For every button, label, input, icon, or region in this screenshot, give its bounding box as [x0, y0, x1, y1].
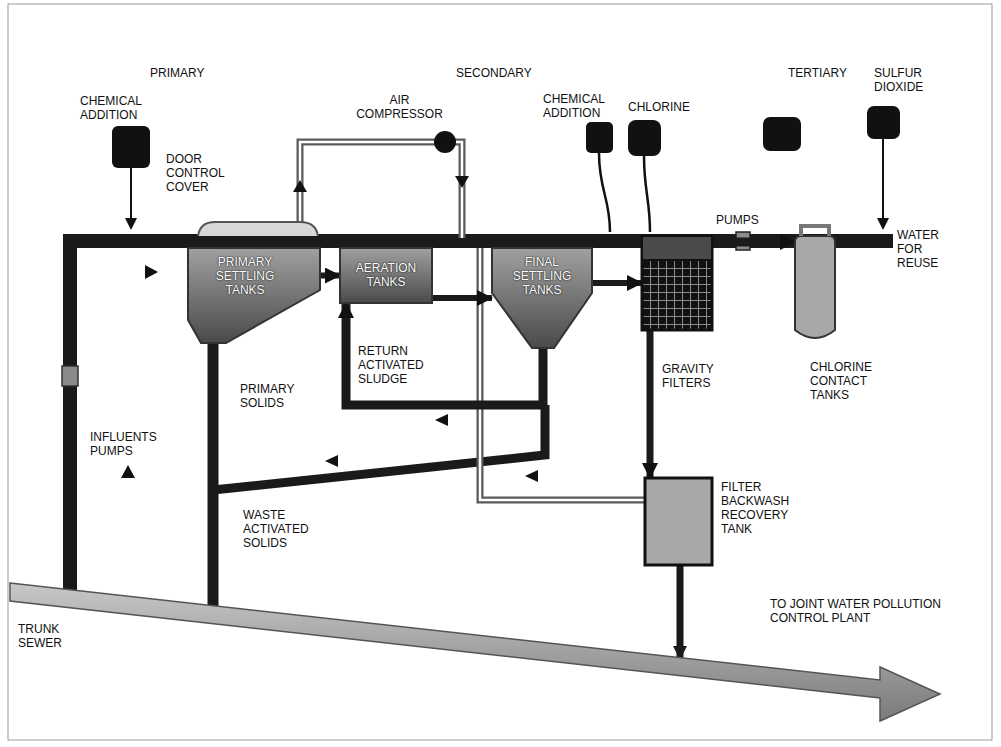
tank-label: AERATION TANKS: [344, 261, 428, 289]
flow-arrow: [455, 176, 469, 188]
tank-label: FINAL SETTLING TANKS: [506, 255, 578, 297]
main-pipe: [63, 234, 893, 248]
callout-label: PUMPS: [716, 213, 776, 227]
backwash-return-pipe-core: [480, 248, 645, 500]
flow-arrow: [325, 455, 338, 467]
callout-label: TRUNK SEWER: [18, 622, 78, 650]
flow-arrow: [125, 218, 137, 230]
flow-arrow: [121, 465, 135, 478]
primary-solids-pipe: [208, 330, 219, 612]
feed-line: [644, 156, 650, 232]
flow-arrow: [525, 470, 538, 482]
callout-label: WATER FOR REUSE: [897, 228, 953, 270]
callout-label: TO JOINT WATER POLLUTION CONTROL PLANT: [770, 597, 942, 625]
tank-label: CHLORINE CONTACT TANKS: [810, 360, 886, 402]
chemical-tank: [112, 126, 150, 168]
tank-shape: [645, 478, 712, 565]
air-compressor: [434, 131, 456, 153]
flow-arrow: [145, 265, 158, 279]
flow-arrow: [877, 218, 889, 230]
frame: [8, 4, 992, 740]
callout-label: INFLUENTS PUMPS: [90, 430, 166, 458]
callout-label: CHLORINE: [628, 100, 698, 114]
backwash-return-pipe: [480, 248, 645, 500]
pipe-connector: [647, 330, 654, 478]
flow-arrow: [435, 414, 448, 426]
tank-label: GRAVITY FILTERS: [662, 362, 742, 390]
chemical-tank: [586, 122, 613, 153]
door-cover: [198, 222, 318, 236]
sulfur-dioxide-tank: [867, 106, 900, 139]
air-pipe-core: [300, 142, 462, 238]
settling-tank: PRIMARY SETTLING TANKS: [188, 248, 320, 343]
chlorine-tank: [628, 120, 661, 156]
callout-label: WASTE ACTIVATED SOLIDS: [243, 508, 323, 550]
tank-label: FILTER BACKWASH RECOVERY TANK: [721, 480, 801, 537]
contact-tank: CHLORINE CONTACT TANKS: [795, 236, 835, 340]
callout-label: TERTIARY: [788, 66, 878, 80]
air-pipe: [300, 142, 462, 238]
feed-line: [599, 153, 610, 232]
callout-label: PRIMARY: [150, 66, 230, 80]
callout-label: SULFUR DIOXIDE: [874, 66, 936, 94]
callout-label: AIR COMPRESSOR: [352, 93, 447, 121]
influent-pump: [62, 366, 78, 386]
chemical-tank: [763, 117, 801, 151]
pipe-connector: [712, 238, 795, 247]
aeration-tank: AERATION TANKS: [340, 248, 432, 303]
tank-shape: [795, 236, 835, 340]
flow-arrow: [293, 180, 307, 192]
settling-tank: FINAL SETTLING TANKS: [492, 248, 592, 348]
waste-solids-pipe: [213, 405, 545, 490]
gravity-filter: GRAVITY FILTERS: [642, 236, 712, 330]
callout-label: CHEMICAL ADDITION: [543, 92, 618, 120]
callout-label: RETURN ACTIVATED SLUDGE: [358, 344, 440, 386]
tank-shape: [642, 236, 712, 330]
pipe-connector: [320, 273, 340, 279]
callout-label: PRIMARY SOLIDS: [240, 382, 310, 410]
tank-label: PRIMARY SETTLING TANKS: [206, 255, 284, 297]
callout-label: CHEMICAL ADDITION: [80, 94, 155, 122]
feed-line: [130, 168, 132, 222]
pipe-connector: [432, 295, 492, 301]
influent-pipe: [63, 234, 77, 597]
pipe-connector: [592, 280, 642, 286]
callout-label: SECONDARY: [456, 66, 556, 80]
feed-line: [882, 139, 884, 222]
callout-label: DOOR CONTROL COVER: [166, 152, 232, 194]
backwash-tank: FILTER BACKWASH RECOVERY TANK: [645, 478, 712, 565]
